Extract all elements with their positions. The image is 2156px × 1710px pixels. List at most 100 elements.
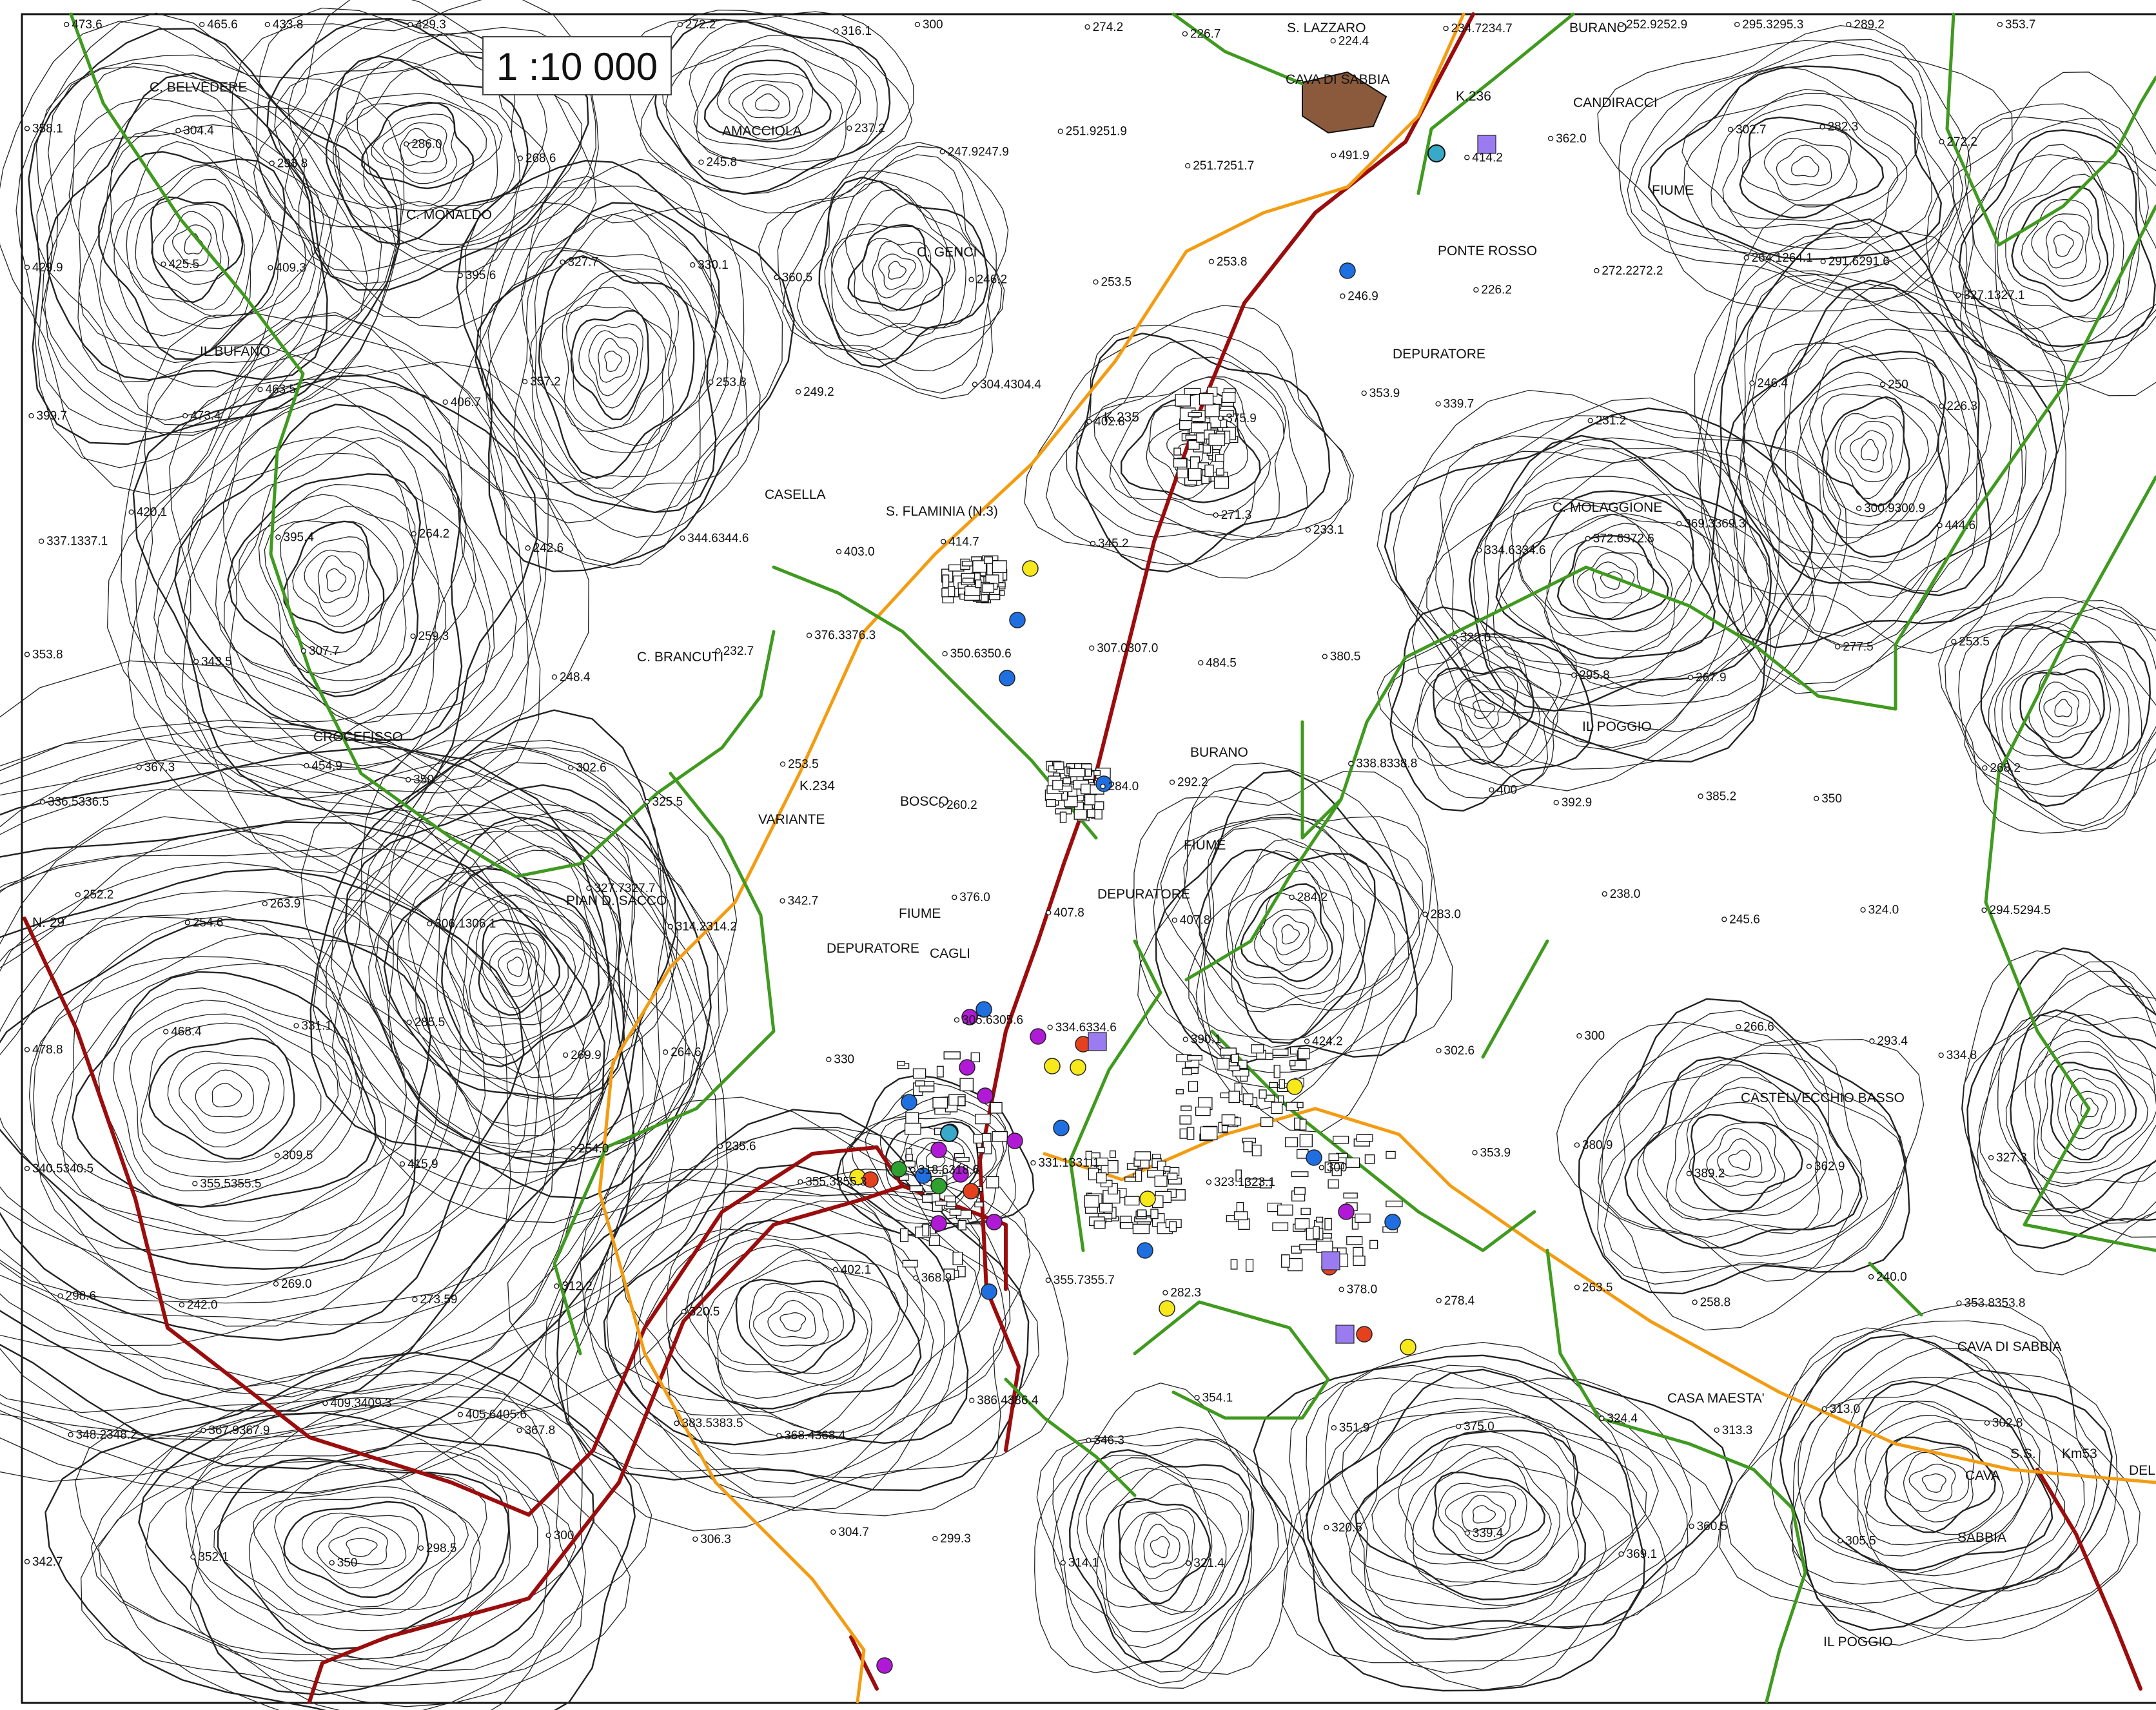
place-label: FIUME [899, 906, 941, 921]
poi-marker [930, 1215, 947, 1232]
place-label: DEPURATORE [1393, 347, 1485, 362]
contour-line [847, 224, 944, 311]
contour-line [1556, 534, 1669, 621]
contour-line [313, 747, 698, 1173]
spot-height-point [806, 632, 812, 638]
contour-line [46, 72, 328, 381]
spot-height-point [562, 1052, 569, 1058]
spot-height-point [406, 777, 411, 782]
poi-marker [999, 670, 1015, 686]
spot-height-label: 294.5294.5 [1990, 904, 2051, 917]
contour-line [1978, 986, 2156, 1224]
spot-height-label: 272.2 [1946, 135, 1977, 149]
contour-line [2039, 681, 2091, 737]
spot-height-label: 253.8 [716, 376, 747, 389]
contour-line [451, 894, 585, 1045]
poi-square-marker [1477, 135, 1496, 154]
contour-line [345, 93, 503, 211]
spot-height-point [39, 799, 46, 805]
spot-height-point [1305, 527, 1311, 533]
contour-line [387, 804, 675, 1145]
contour-line [2043, 690, 2080, 727]
spot-height-point [1422, 911, 1428, 917]
contour-line [479, 201, 745, 565]
spot-height-label: 367.9367.9 [208, 1424, 270, 1437]
spot-height-point [190, 1554, 196, 1560]
spot-height-point [262, 900, 268, 907]
contour-line [98, 1397, 583, 1687]
contour-line [1849, 430, 1887, 473]
spot-height-point [1348, 761, 1354, 766]
spot-height-point [830, 1529, 836, 1535]
spot-height-point [1698, 793, 1703, 799]
contour-line [1461, 1495, 1506, 1532]
place-label: CAVA DI SABBIA [1957, 1339, 2061, 1354]
poi-marker [862, 1171, 879, 1188]
building [1068, 768, 1086, 777]
spot-height-point [304, 763, 309, 769]
contour-line [796, 170, 1005, 360]
building [1084, 794, 1095, 806]
spot-height-point [1869, 1038, 1875, 1044]
spot-height-label: 343.5 [201, 655, 232, 668]
poi-marker [1009, 612, 1026, 628]
spot-height-label: 305.5 [1845, 1534, 1876, 1548]
spot-height-point [24, 652, 30, 657]
building [1235, 1169, 1242, 1182]
contour-line [540, 275, 672, 447]
spot-height-label: 402.8 [1094, 415, 1125, 429]
spot-height-point [442, 399, 448, 405]
spot-height-label: 429.9 [32, 261, 63, 275]
building [1242, 1093, 1253, 1105]
spot-height-label: 353.8 [32, 648, 63, 661]
building [1196, 432, 1205, 443]
spot-height-point [1185, 163, 1191, 169]
spot-height-point [1045, 1278, 1051, 1283]
building [977, 1147, 985, 1153]
contour-line [717, 1259, 868, 1374]
building [1386, 1151, 1396, 1159]
contour-line [328, 1527, 388, 1566]
quarry-area [1302, 71, 1387, 134]
contour-line [0, 814, 556, 1397]
contour-line [173, 403, 463, 741]
contour-line [2064, 1078, 2116, 1140]
contour-line [2011, 186, 2109, 302]
spot-height-point [1169, 779, 1175, 785]
contour-line [1397, 1444, 1583, 1587]
spot-height-point [1981, 907, 1987, 913]
spot-height-label: 336.5336.5 [48, 795, 109, 809]
spot-height-label: 320.5 [1331, 1521, 1362, 1535]
building [1277, 1204, 1293, 1216]
contour-line [1150, 1536, 1170, 1559]
spot-height-point [1856, 505, 1862, 511]
contour-line [264, 505, 405, 666]
spot-height-point [1435, 401, 1441, 407]
contour-line [1472, 1505, 1496, 1524]
building [1221, 1125, 1228, 1132]
contour-line [1137, 763, 1453, 1088]
poi-marker [961, 1009, 978, 1025]
spot-height-point [1089, 645, 1095, 651]
trail [1945, 12, 2156, 247]
spot-height-label: 345.2 [1098, 537, 1129, 550]
contour-line [482, 932, 547, 1009]
contour-line [1854, 1400, 2030, 1557]
spot-height-point [674, 1421, 680, 1426]
contour-line [538, 255, 695, 480]
contour-line [211, 1083, 242, 1108]
contour-line [1160, 813, 1424, 1073]
building [1231, 1054, 1239, 1064]
contour-line [266, 17, 589, 291]
spot-height-label: 325.5 [652, 795, 683, 809]
spot-height-point [1473, 287, 1479, 293]
contour-line [1719, 1303, 2141, 1642]
spot-height-label: 224.4 [1338, 34, 1369, 48]
contour-line [1769, 350, 1947, 558]
contour-line [640, 9, 913, 195]
spot-height-point [257, 387, 263, 393]
spot-height-label: 242.0 [187, 1298, 218, 1312]
building [909, 1185, 923, 1192]
contour-line [1075, 333, 1331, 573]
building [1179, 1115, 1191, 1125]
